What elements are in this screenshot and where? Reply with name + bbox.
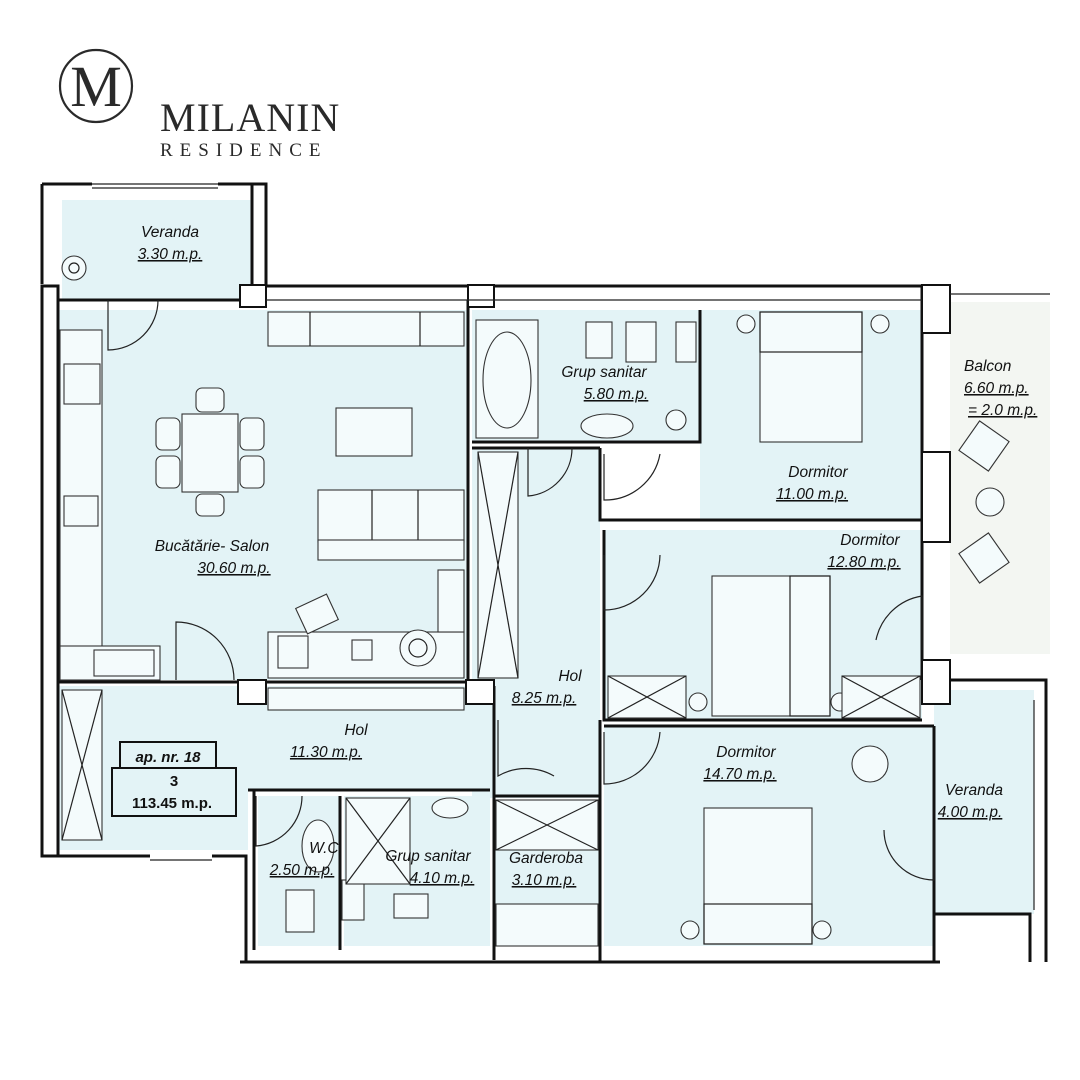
room-bedroom-3: Dormitor 14.70 m.p. [703,744,776,783]
room-labels: Veranda 3.30 m.p. Bucătărie- Salon 30.60… [138,224,1038,889]
room-name: Dormitor [788,464,848,481]
room-name: Balcon [964,358,1011,375]
brand-logo: M MILANIN RESIDENCE [56,44,356,161]
room-area: 11.00 m.p. [776,486,848,503]
room-area: 6.60 m.p. [964,380,1029,397]
room-area: 4.10 m.p. [410,870,475,887]
room-area: 3.10 m.p. [512,872,577,889]
room-name: Garderoba [509,850,583,867]
room-name: Dormitor [716,744,776,761]
room-area: 2.50 m.p. [269,862,335,879]
brand-name: MILANIN [160,95,341,140]
room-area: 4.00 m.p. [938,804,1003,821]
room-name: Veranda [945,782,1003,799]
room-fills [58,200,1050,946]
brand-subtitle: RESIDENCE [160,140,328,161]
monogram-logo: M [58,48,134,124]
room-area: 12.80 m.p. [827,554,900,571]
apartment-label: ap. nr. 18 3 113.45 m.p. [111,741,237,817]
room-name: Dormitor [840,532,900,549]
room-bathroom-top: Grup sanitar 5.80 m.p. [561,364,648,403]
room-area: 11.30 m.p. [290,744,362,761]
room-name: Grup sanitar [561,364,647,381]
room-name: Hol [344,722,368,739]
doors [107,299,935,881]
room-veranda-top: Veranda 3.30 m.p. [138,224,203,263]
apartment-number: ap. nr. 18 [135,749,201,766]
monogram-letter: M [70,54,122,119]
room-veranda-right: Veranda 4.00 m.p. [938,782,1004,821]
room-area: 8.25 m.p. [512,690,577,707]
room-kitchen-living: Bucătărie- Salon 30.60 m.p. [155,538,271,577]
room-area: 5.80 m.p. [584,386,649,403]
room-area: 3.30 m.p. [138,246,203,263]
room-bedroom-2: Dormitor 12.80 m.p. [827,532,900,571]
room-name: Bucătărie- Salon [155,538,270,555]
room-name: Veranda [141,224,199,241]
walls [40,182,1050,964]
furniture [59,255,1010,947]
room-area: 30.60 m.p. [197,560,270,577]
apartment-total-area: 113.45 m.p. [132,795,212,812]
room-wc: W.C. 2.50 m.p. [269,840,343,879]
room-bathroom-bottom: Grup sanitar 4.10 m.p. [385,848,474,887]
apartment-rooms-count: 3 [170,773,178,790]
room-wardrobe: Garderoba 3.10 m.p. [509,850,583,889]
room-hall-center: Hol 8.25 m.p. [512,668,582,707]
room-hall-entry: Hol 11.30 m.p. [290,722,368,761]
room-area: 14.70 m.p. [703,766,776,783]
room-bedroom-1: Dormitor 11.00 m.p. [776,464,849,503]
room-area-note: = 2.0 m.p. [968,402,1037,419]
room-balcony: Balcon 6.60 m.p. = 2.0 m.p. [964,358,1037,419]
room-name: Grup sanitar [385,848,471,865]
room-name: W.C. [309,840,343,857]
room-name: Hol [558,668,582,685]
